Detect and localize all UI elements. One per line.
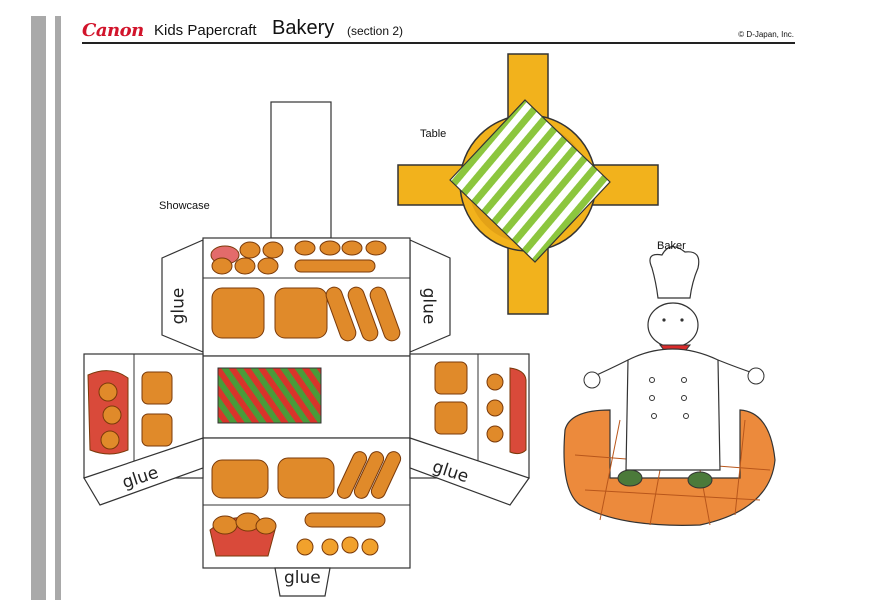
canon-logo: Canon [82,20,144,41]
showcase-label: Showcase [159,200,210,212]
header: Canon Kids Papercraft Bakery (section 2)… [82,14,794,44]
page-title: Bakery [272,17,335,39]
kit-name: Kids Papercraft [154,22,257,39]
glue-tab-bottom: glue [284,568,321,588]
baker-cutout [563,246,776,526]
side-bar-thin [55,16,61,600]
table-cutout [397,53,659,315]
side-bar-wide [31,16,46,600]
copyright: © D-Japan, Inc. [738,30,794,39]
header-rule [82,42,795,44]
section-label: (section 2) [347,24,404,38]
glue-tab-right: glue [418,287,439,325]
glue-tab-left: glue [168,287,189,325]
table-label: Table [420,128,447,140]
showcase-cutout [83,101,530,597]
baker-label: Baker [657,240,686,252]
